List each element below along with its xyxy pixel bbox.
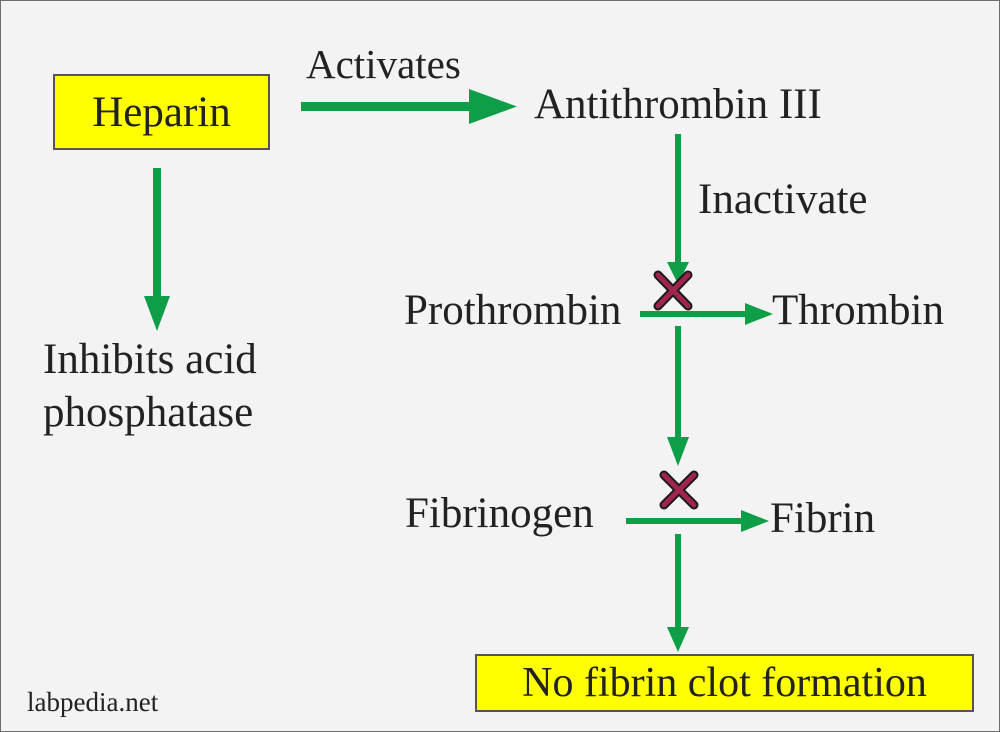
arrow-conversion-down — [667, 326, 689, 466]
arrow-fibrinogen-to-fibrin — [626, 510, 769, 532]
inactivate-label: Inactivate — [698, 176, 868, 223]
arrow-heparin-to-antithrombin — [301, 89, 517, 124]
arrow-prothrombin-to-thrombin — [640, 303, 773, 325]
arrow-heparin-to-inhibits — [144, 168, 170, 331]
thrombin-node: Thrombin — [772, 287, 944, 334]
inhibits-label-line2: phosphatase — [43, 389, 254, 436]
block-mark-fibrin — [659, 470, 699, 510]
site-credit: labpedia.net — [27, 687, 159, 717]
heparin-node: Heparin — [53, 74, 270, 150]
block-mark-thrombin — [653, 270, 693, 311]
arrow-antithrombin-down — [667, 134, 689, 284]
fibrinogen-node: Fibrinogen — [405, 490, 594, 537]
inhibits-label-line1: Inhibits acid — [43, 336, 257, 383]
outcome-label: No fibrin clot formation — [522, 660, 927, 706]
heparin-label: Heparin — [92, 88, 231, 136]
antithrombin-node: Antithrombin III — [534, 81, 822, 128]
prothrombin-node: Prothrombin — [404, 287, 622, 334]
fibrin-node: Fibrin — [770, 495, 876, 542]
arrow-to-outcome — [667, 534, 689, 652]
outcome-node: No fibrin clot formation — [475, 654, 974, 712]
activates-label: Activates — [306, 41, 461, 87]
